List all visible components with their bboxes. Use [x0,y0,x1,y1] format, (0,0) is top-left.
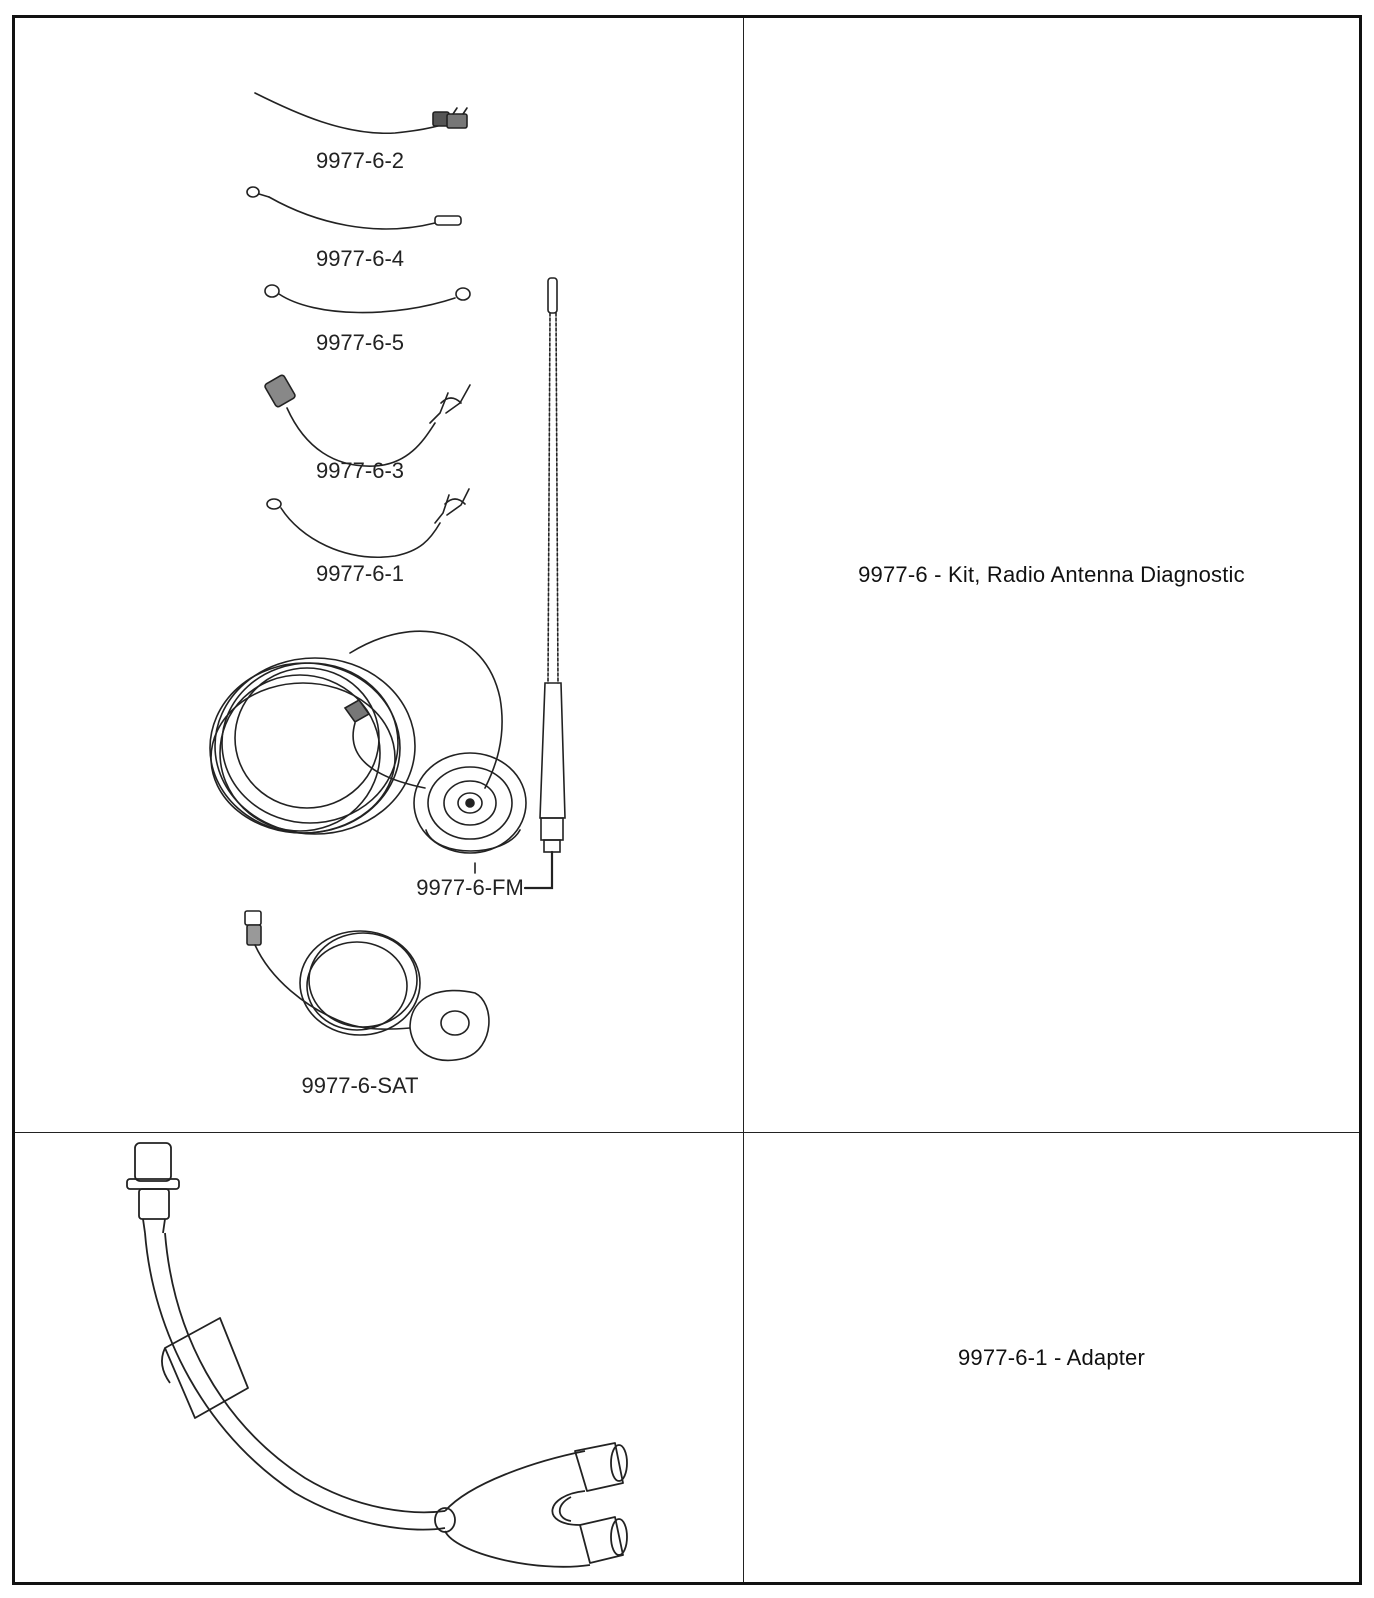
cable-9977-6-1-drawing [266,488,470,558]
label-9977-6-3: 9977-6-3 [316,458,404,483]
label-9977-6-1: 9977-6-1 [316,561,404,586]
adapter-illustration-cell [15,1133,743,1582]
label-9977-6-5: 9977-6-5 [316,330,404,355]
cable-9977-6-5-drawing [264,284,471,314]
kit-description: 9977-6 - Kit, Radio Antenna Diagnostic [858,562,1245,587]
cable-9977-6-4-drawing [246,186,462,230]
kit-illustration: 9977-6-2 9977-6-4 9977-6-5 [209,92,566,1098]
adapter-illustration [126,1142,628,1568]
fm-coiled-cable-drawing [209,630,527,874]
label-9977-6-fm: 9977-6-FM [416,875,524,900]
kit-description-cell: 9977-6 - Kit, Radio Antenna Diagnostic [744,18,1359,1132]
adapter-description: 9977-6-1 - Adapter [957,1344,1146,1370]
sat-antenna-drawing [244,910,490,1062]
cable-9977-6-3-drawing [264,374,471,467]
label-9977-6-2: 9977-6-2 [316,148,404,173]
kit-illustration-cell: 9977-6-2 9977-6-4 9977-6-5 [15,18,743,1132]
adapter-description-cell: 9977-6-1 - Adapter [744,1133,1359,1582]
cable-9977-6-2-drawing [254,92,468,135]
label-9977-6-4: 9977-6-4 [316,246,404,271]
row-divider [15,1132,1359,1133]
label-9977-6-sat: 9977-6-SAT [302,1073,419,1098]
fm-whip-antenna-drawing [523,277,566,890]
parts-table: 9977-6-2 9977-6-4 9977-6-5 [12,15,1362,1585]
column-divider [743,18,744,1582]
